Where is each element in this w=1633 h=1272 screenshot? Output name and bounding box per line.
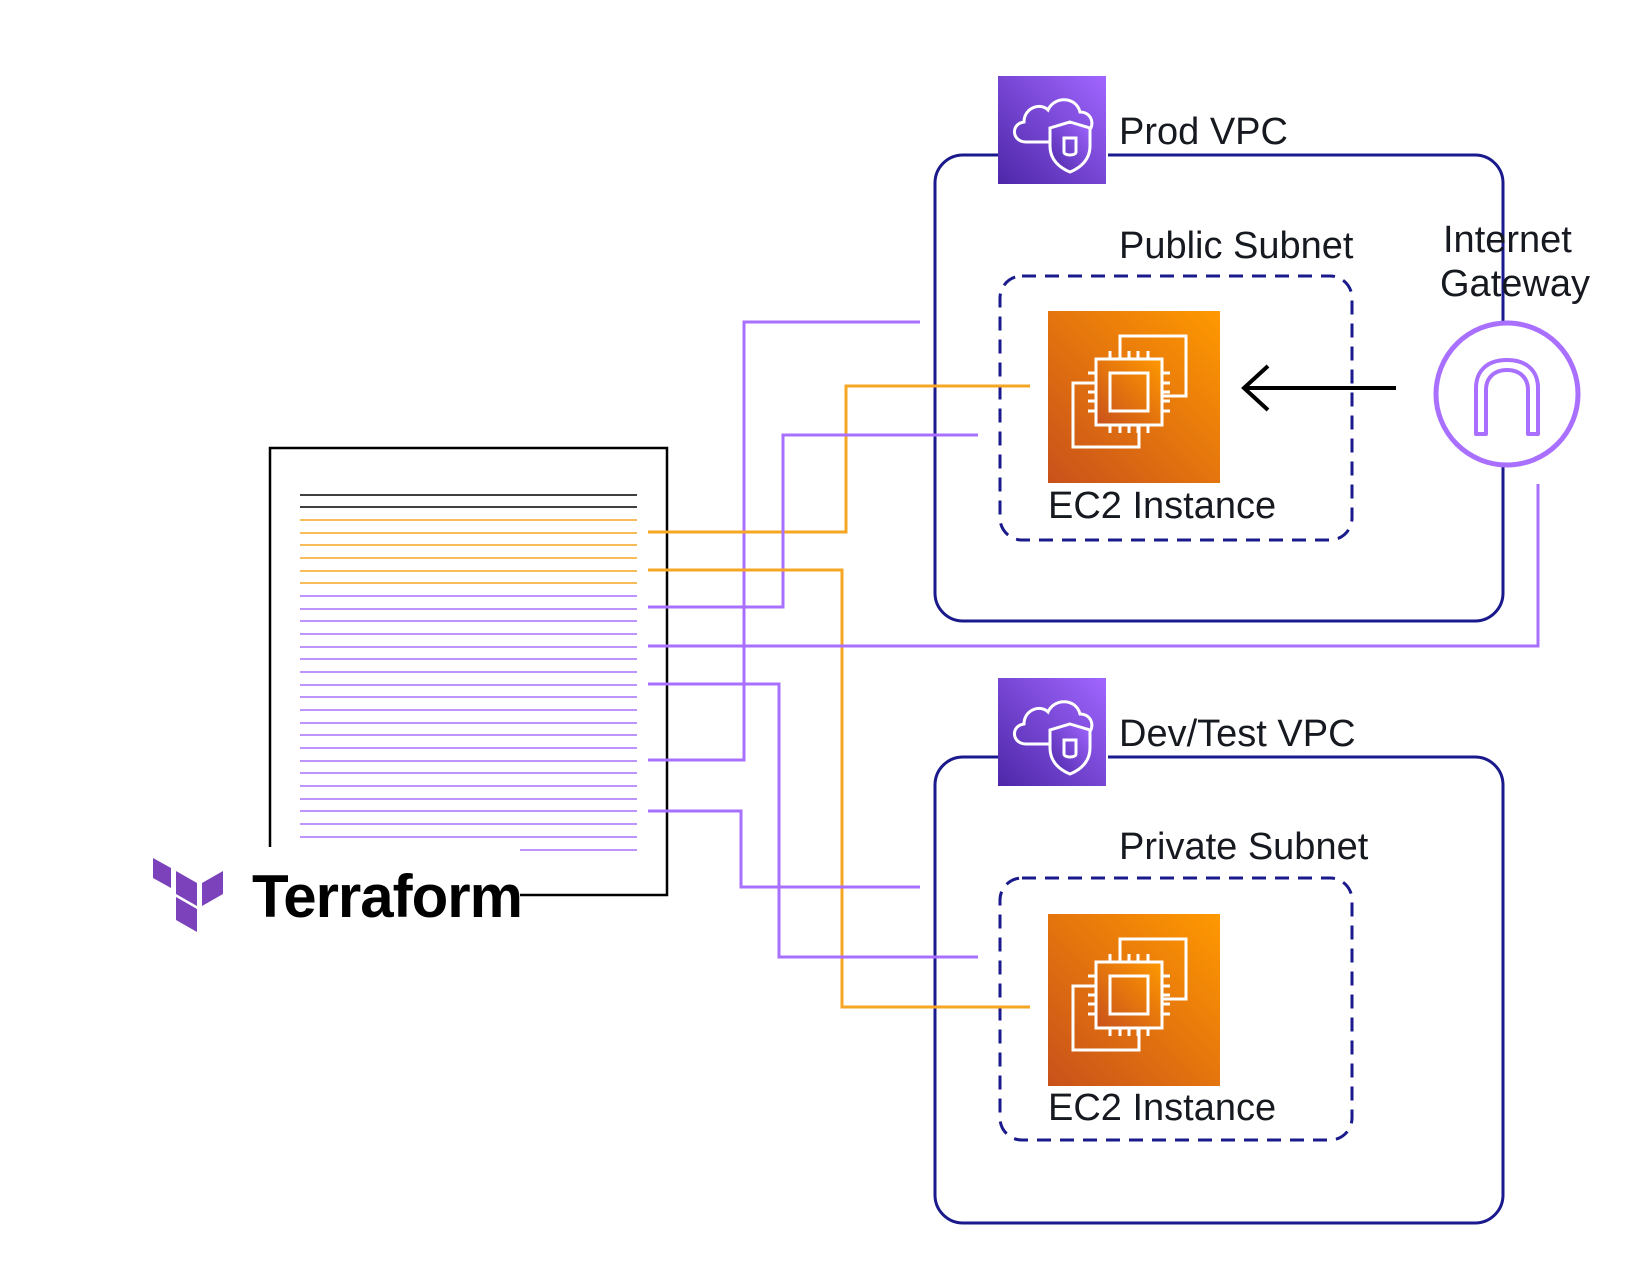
internet-gateway: Internet Gateway <box>1241 219 1590 468</box>
public-subnet: Public Subnet EC2 Instance <box>998 225 1354 542</box>
connector-internet-gateway <box>648 484 1540 648</box>
internet-gateway-label-line2: Gateway <box>1440 263 1590 305</box>
connector-public-subnet <box>648 433 978 609</box>
vpc-icon <box>996 676 1108 788</box>
terraform-logo-icon <box>153 858 223 932</box>
internet-gateway-label-line1: Internet <box>1443 219 1572 261</box>
connector-prod-vpc <box>648 320 920 762</box>
terraform-wordmark: Terraform <box>252 863 522 930</box>
traffic-arrow <box>1241 364 1396 412</box>
terraform-config-document <box>268 446 669 897</box>
prod-vpc: Prod VPC Public Subnet EC2 Instance <box>933 74 1505 623</box>
prod-vpc-label: Prod VPC <box>1119 111 1288 153</box>
ec2-instance-icon <box>1048 914 1220 1086</box>
connector-prod-ec2 <box>648 384 1030 534</box>
connector-dev-ec2 <box>648 568 1030 1009</box>
connector-private-subnet <box>648 682 978 959</box>
vpc-icon <box>996 74 1108 186</box>
private-subnet-label: Private Subnet <box>1119 826 1369 868</box>
devtest-ec2-label: EC2 Instance <box>1048 1087 1276 1129</box>
prod-ec2-label: EC2 Instance <box>1048 485 1276 527</box>
public-subnet-label: Public Subnet <box>1119 225 1354 267</box>
internet-gateway-icon <box>1433 320 1581 468</box>
connector-devtest-vpc <box>648 809 920 889</box>
connector-lines <box>648 320 1540 1009</box>
ec2-instance-icon <box>1048 311 1220 483</box>
private-subnet: Private Subnet EC2 Instance <box>998 826 1369 1142</box>
devtest-vpc: Dev/Test VPC Private Subnet EC2 Instance <box>933 676 1505 1225</box>
devtest-vpc-label: Dev/Test VPC <box>1119 713 1356 755</box>
document-code-lines <box>300 494 637 851</box>
